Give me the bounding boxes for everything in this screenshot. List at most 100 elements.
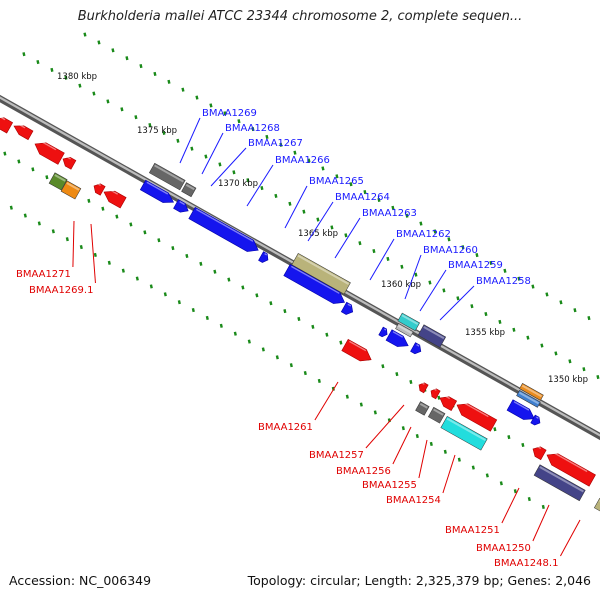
gene-red-left-6 — [103, 188, 127, 209]
tick-mark — [596, 374, 600, 380]
tick-mark — [45, 175, 49, 180]
tick-mark — [279, 142, 283, 147]
tick-mark — [289, 363, 293, 368]
reverse-gene-label[interactable]: BMAA1269.1 — [29, 285, 93, 296]
gene-red-far-left-shape — [0, 117, 14, 134]
gene-red-left-3 — [34, 139, 65, 165]
gene-bmaa1268-grey-shape — [181, 182, 197, 198]
reverse-gene-label[interactable]: BMAA1250 — [476, 543, 531, 554]
reverse-gene-label[interactable]: BMAA1271 — [16, 269, 71, 280]
tick-mark — [316, 217, 320, 222]
gene-blue-right-shape — [506, 399, 535, 420]
tick-mark — [372, 248, 376, 254]
gene-red-left-2 — [13, 123, 34, 141]
tick-mark — [125, 56, 129, 61]
gene-bmaa1248-tan-shape — [593, 497, 600, 515]
tick-mark — [275, 355, 279, 360]
tick-mark — [3, 151, 7, 156]
reverse-gene-label[interactable]: BMAA1257 — [309, 450, 364, 461]
tick-mark — [429, 441, 433, 447]
tick-mark — [475, 252, 479, 258]
gene-steelblue-right-shine — [518, 391, 540, 405]
tick-mark — [559, 300, 563, 305]
forward-label-leader — [201, 132, 224, 175]
forward-label-leader — [307, 201, 334, 242]
tick-mark — [359, 402, 363, 407]
tick-mark — [498, 319, 502, 324]
gene-bmaa1271-olive-shine — [54, 174, 66, 182]
tick-mark — [185, 253, 189, 259]
gene-bmaa1265-small — [258, 251, 269, 263]
tick-mark — [573, 308, 577, 313]
gene-bmaa1269-shine — [154, 164, 184, 183]
scale-tick-label: 1350 kbp — [548, 375, 588, 385]
forward-gene-label[interactable]: BMAA1267 — [248, 138, 303, 149]
tick-mark — [554, 351, 558, 356]
tick-mark — [37, 221, 41, 226]
reverse-gene-label[interactable]: BMAA1251 — [445, 525, 500, 536]
tick-mark — [568, 359, 572, 364]
gene-bmaa1260-small-shine — [384, 328, 387, 331]
forward-gene-label[interactable]: BMAA1268 — [225, 123, 280, 134]
gene-bmaa1257 — [415, 401, 430, 416]
tick-mark — [358, 241, 362, 246]
gene-red-left-3-shape — [34, 142, 65, 165]
accession-text: Accession: NC_006349 — [9, 573, 152, 588]
forward-label-leader — [246, 164, 274, 207]
gene-features-layer — [0, 115, 600, 515]
tick-mark — [255, 293, 259, 298]
gene-bmaa1257-shine — [419, 403, 428, 409]
forward-gene-label[interactable]: BMAA1258 — [476, 276, 531, 287]
tick-mark — [153, 71, 157, 76]
forward-gene-label[interactable]: BMAA1266 — [275, 155, 330, 166]
tick-mark — [415, 434, 419, 439]
forward-gene-label[interactable]: BMAA1259 — [448, 260, 503, 271]
forward-gene-label[interactable]: BMAA1260 — [423, 245, 478, 256]
tick-mark — [470, 304, 474, 309]
gene-bmaa1262-shine — [401, 314, 419, 326]
scale-tick-label: 1370 kbp — [218, 179, 258, 189]
tick-mark — [311, 324, 315, 329]
gene-bmaa1255-shine — [446, 417, 486, 442]
forward-gene-label[interactable]: BMAA1262 — [396, 229, 451, 240]
gene-bmaa1256-shape — [427, 406, 446, 424]
gene-bmaa1268-grey — [181, 182, 197, 198]
gene-steelblue-right-shape — [516, 390, 541, 408]
forward-gene-label[interactable]: BMAA1264 — [335, 192, 390, 203]
scale-tick-label: 1380 kbp — [57, 72, 97, 82]
reverse-label-leader — [442, 454, 456, 494]
reverse-gene-label[interactable]: BMAA1255 — [362, 480, 417, 491]
gene-bmaa1271-olive-shape — [48, 172, 68, 191]
gene-red-mid-1 — [439, 394, 458, 412]
reverse-label-leader — [532, 504, 550, 542]
reverse-gene-label[interactable]: BMAA1256 — [336, 466, 391, 477]
gene-red-left-5-shine — [97, 183, 101, 186]
tick-mark — [232, 170, 236, 175]
tick-mark — [135, 276, 139, 281]
gene-red-right-1-shine — [536, 445, 542, 450]
tick-mark — [265, 134, 269, 139]
forward-gene-label[interactable]: BMAA1265 — [309, 176, 364, 187]
gene-bmaa1260 — [417, 324, 447, 348]
forward-label-leader — [404, 254, 422, 300]
tick-mark — [325, 332, 329, 337]
tick-mark — [177, 300, 181, 305]
reverse-gene-label[interactable]: BMAA1248.1 — [494, 558, 558, 569]
gene-bmaa1262-grey-shape — [395, 323, 414, 338]
gene-bmaa1261 — [341, 338, 372, 362]
forward-gene-label[interactable]: BMAA1263 — [362, 208, 417, 219]
scale-tick-label: 1375 kbp — [137, 126, 177, 136]
forward-label-leader — [210, 147, 247, 187]
tick-mark — [363, 189, 367, 195]
gene-blue-right — [506, 399, 535, 420]
tick-mark — [143, 230, 147, 235]
forward-gene-label[interactable]: BMAA1269 — [202, 108, 257, 119]
tick-mark — [540, 343, 544, 348]
gene-red-mid-small-shine — [422, 382, 425, 385]
gene-bmaa1256-shine — [433, 408, 444, 416]
reverse-gene-label[interactable]: BMAA1261 — [258, 422, 313, 433]
gene-bmaa1259-shape — [385, 329, 409, 347]
tick-mark — [541, 504, 545, 510]
reverse-gene-label[interactable]: BMAA1254 — [386, 495, 441, 506]
